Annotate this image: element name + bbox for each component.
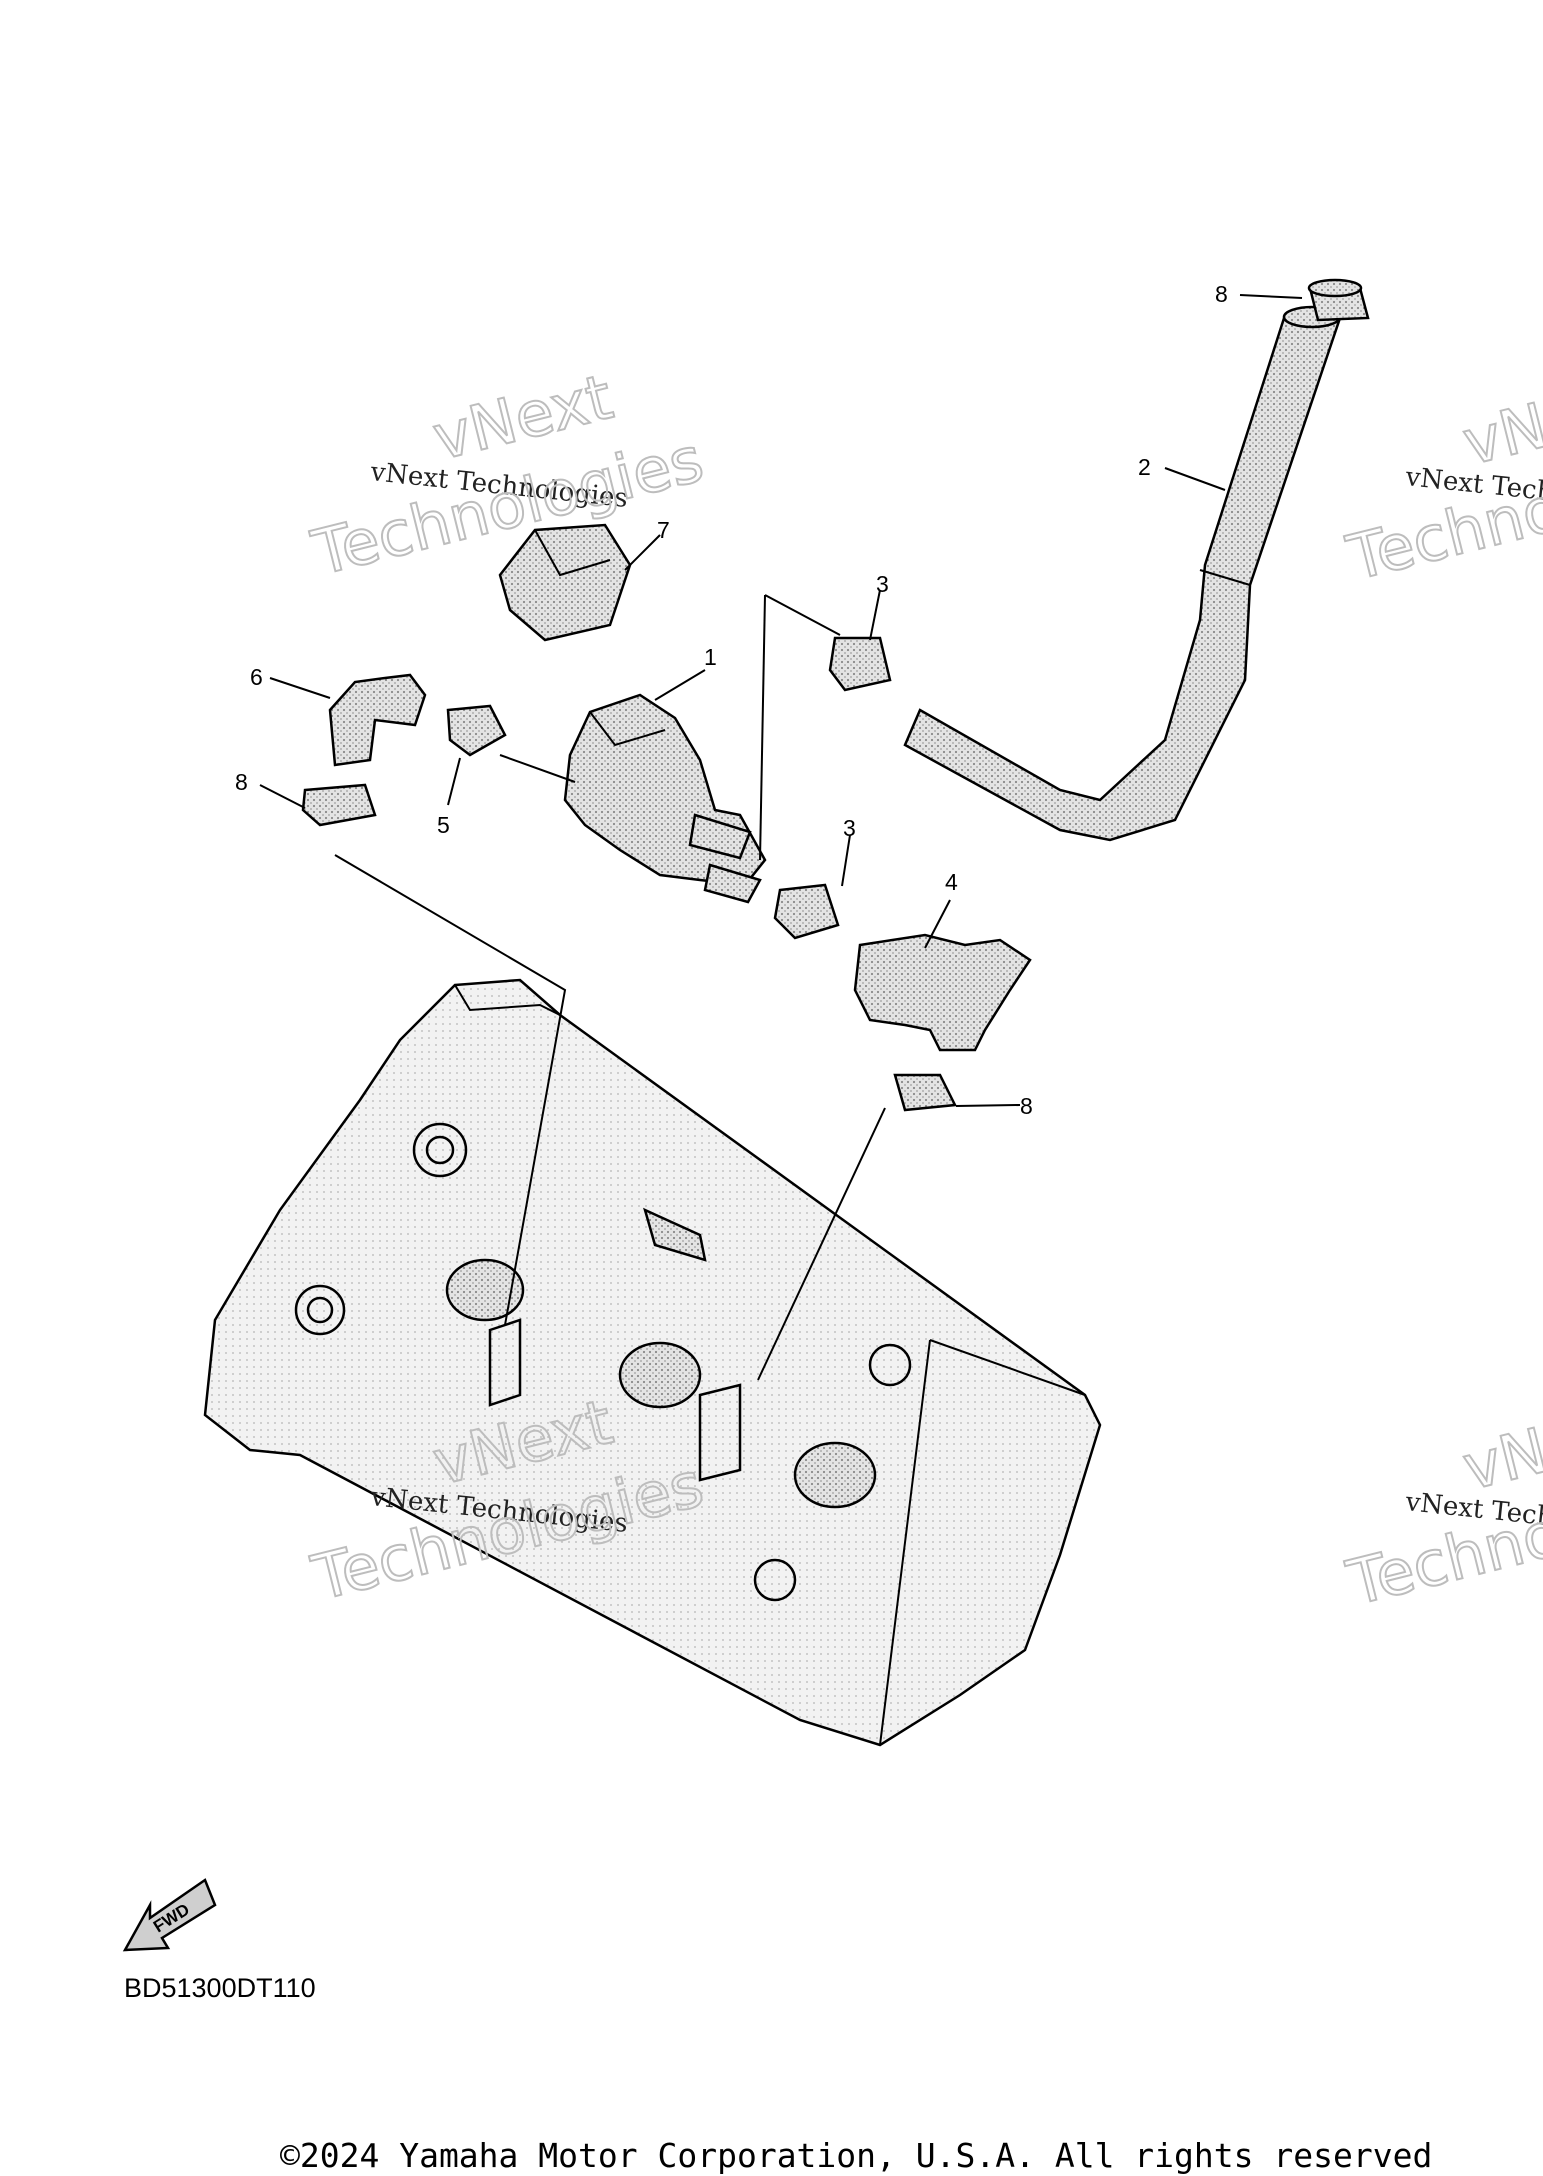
callout-8-left: 8 [235, 769, 248, 795]
callout-6: 6 [250, 664, 263, 690]
part-7-cap [498, 523, 632, 642]
diagram-code: BD51300DT110 [124, 1973, 316, 2003]
callout-5: 5 [437, 812, 450, 838]
watermark-word: vNext [1456, 1390, 1543, 1505]
watermark-word: vNext [1456, 365, 1543, 480]
callout-8-right: 8 [1020, 1093, 1033, 1119]
part-5-clamp [446, 704, 507, 757]
part-8-right-clamp [893, 1073, 957, 1112]
part-3-bottom-clamp [773, 883, 840, 940]
assembly-lines [259, 294, 1303, 1381]
part-8-top-clamp [1307, 278, 1370, 322]
part-2-air-pipe [903, 305, 1342, 842]
part-6-elbow-hose [328, 673, 427, 767]
part-3-top-clamp [828, 636, 892, 692]
part-4-elbow-hose [853, 933, 1032, 1052]
callout-7: 7 [657, 517, 670, 543]
callout-2: 2 [1138, 454, 1151, 480]
watermark-bottom-right: vNext Technologies vNext Technologies [1339, 1389, 1543, 1621]
part-1-air-valve [563, 693, 767, 904]
fwd-arrow-icon: FWD [122, 1878, 217, 1952]
copyright-notice: ©2024 Yamaha Motor Corporation, U.S.A. A… [280, 2136, 1433, 2175]
cylinder-head-cover [203, 978, 1102, 1747]
watermark-top-left: vNext Technologies vNext Technologies [304, 359, 711, 591]
callout-labels: 8 2 7 3 1 6 5 8 3 4 8 [235, 281, 1228, 1119]
callout-3-top: 3 [876, 571, 889, 597]
part-8-left-clamp [301, 783, 377, 827]
callout-8-top: 8 [1215, 281, 1228, 307]
watermark-top-right: vNext Technologies vNext Technologies [1339, 364, 1543, 596]
callout-3-bottom: 3 [843, 815, 856, 841]
callout-4: 4 [945, 869, 958, 895]
callout-1: 1 [704, 644, 717, 670]
